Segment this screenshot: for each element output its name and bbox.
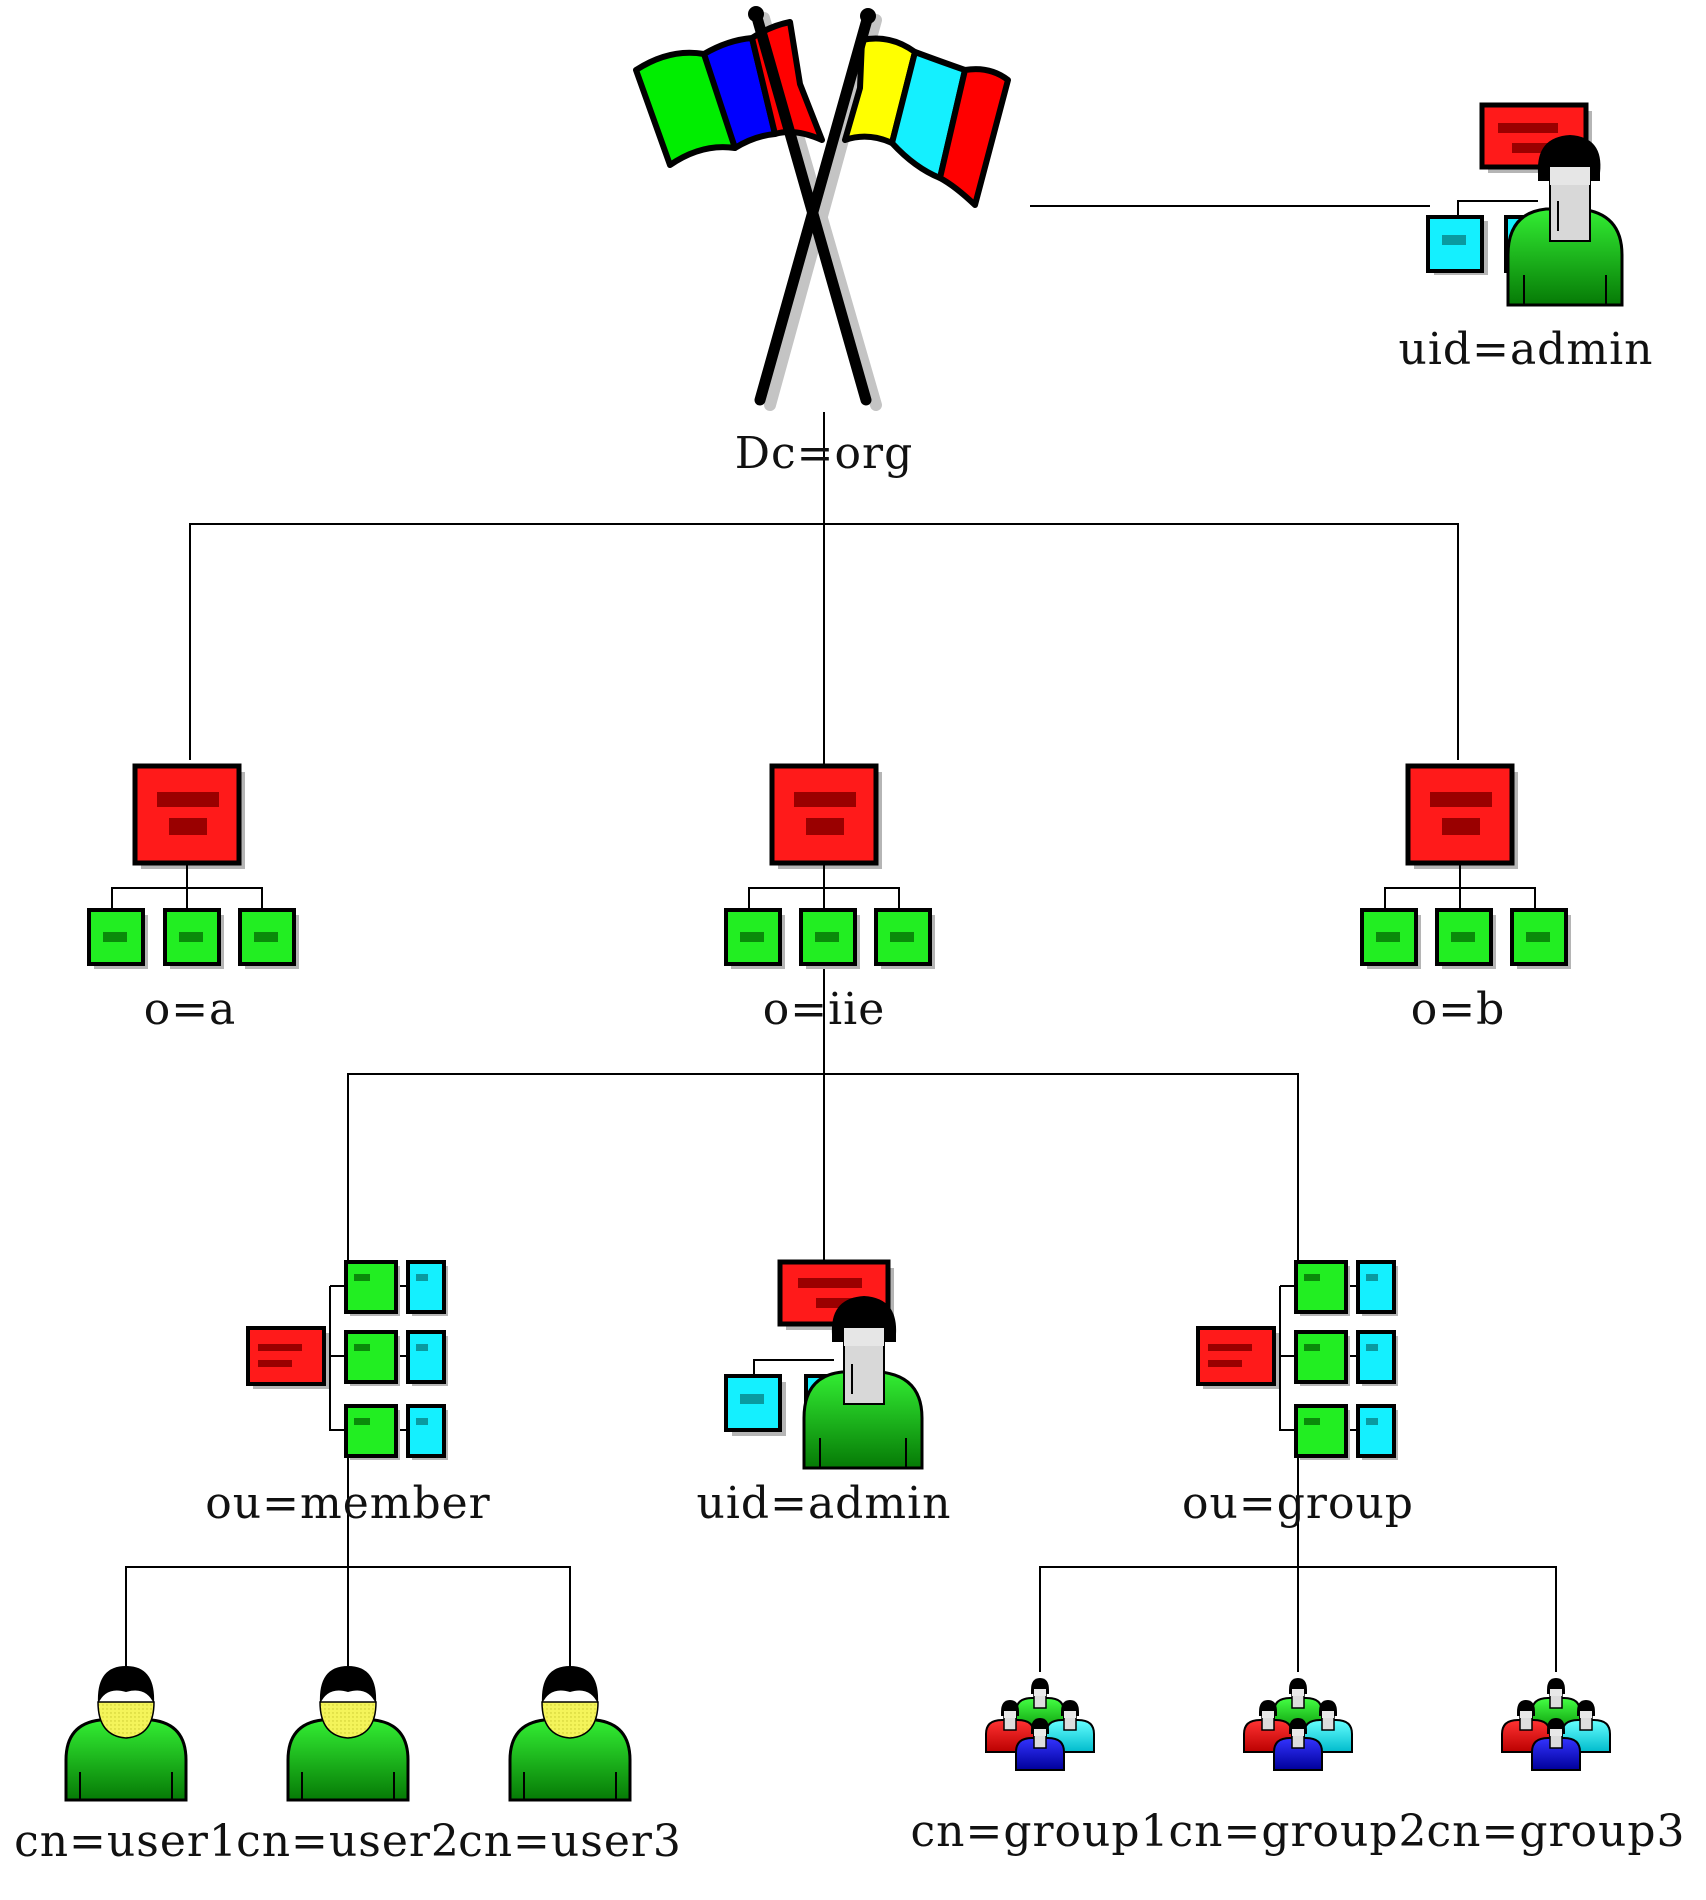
user-label-3: cn=user3 (458, 1816, 682, 1867)
org-node-a (87, 766, 301, 971)
ou-member-icon (246, 1260, 450, 1462)
admin-user-label: uid=admin (696, 1478, 952, 1529)
group-label-1: cn=group1 (910, 1806, 1170, 1857)
user-label-1: cn=user1 (14, 1816, 238, 1867)
group-icon (1243, 1677, 1353, 1771)
user-label-2: cn=user2 (236, 1816, 460, 1867)
ou-group-label: ou=group (1182, 1478, 1414, 1529)
ou-group-icon (1196, 1260, 1400, 1462)
root-label: Dc=org (734, 428, 914, 479)
org-label-iie: o=iie (762, 984, 886, 1035)
group-label-3: cn=group3 (1426, 1806, 1686, 1857)
user-icon (286, 1666, 410, 1802)
org-label-b: o=b (1410, 984, 1506, 1035)
user-icon (508, 1666, 632, 1802)
user-icon (64, 1666, 188, 1802)
admin-user-icon (724, 1259, 924, 1470)
crossed-flags-icon (633, 6, 1011, 411)
root-admin-icon (1426, 102, 1624, 307)
group-icon (1501, 1677, 1611, 1771)
group-label-2: cn=group2 (1168, 1806, 1428, 1857)
org-node-b (1360, 766, 1573, 971)
org-label-a: o=a (143, 984, 237, 1035)
org-node-iie (724, 766, 937, 971)
group-icon (985, 1677, 1095, 1771)
ou-member-label: ou=member (205, 1478, 491, 1529)
root-admin-label: uid=admin (1398, 324, 1654, 375)
connector-lines (125, 205, 1557, 1680)
